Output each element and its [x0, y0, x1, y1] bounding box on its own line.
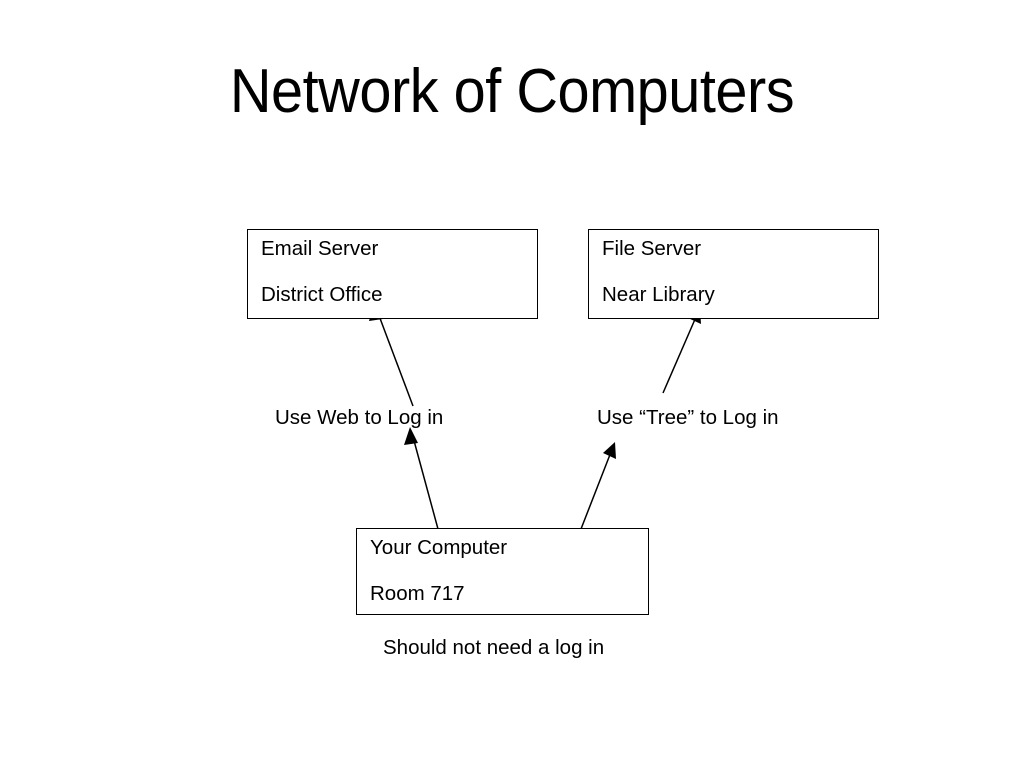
- caption-use-web-to-log-in: Use Web to Log in: [275, 406, 444, 429]
- node-title-your-computer: Your Computer: [370, 536, 508, 559]
- node-subtitle-email-server: District Office: [261, 283, 383, 306]
- node-box-file-server[interactable]: File Server Near Library: [588, 229, 879, 319]
- page-title: Network of Computers: [229, 57, 795, 126]
- node-subtitle-your-computer: Room 717: [370, 582, 465, 605]
- connector-computer-to-web-label: [404, 427, 439, 530]
- node-box-email-server[interactable]: Email Server District Office: [247, 229, 538, 319]
- node-subtitle-file-server: Near Library: [602, 283, 715, 306]
- caption-use-tree-to-log-in: Use “Tree” to Log in: [597, 406, 779, 429]
- node-title-email-server: Email Server: [261, 237, 379, 260]
- connector-computer-to-tree-label: [580, 442, 616, 530]
- caption-should-not-need-a-log-in: Should not need a log in: [383, 636, 605, 659]
- node-title-file-server: File Server: [602, 237, 702, 260]
- connector-tree-label-to-file-server: [662, 307, 701, 394]
- node-box-your-computer[interactable]: Your Computer Room 717: [356, 528, 649, 615]
